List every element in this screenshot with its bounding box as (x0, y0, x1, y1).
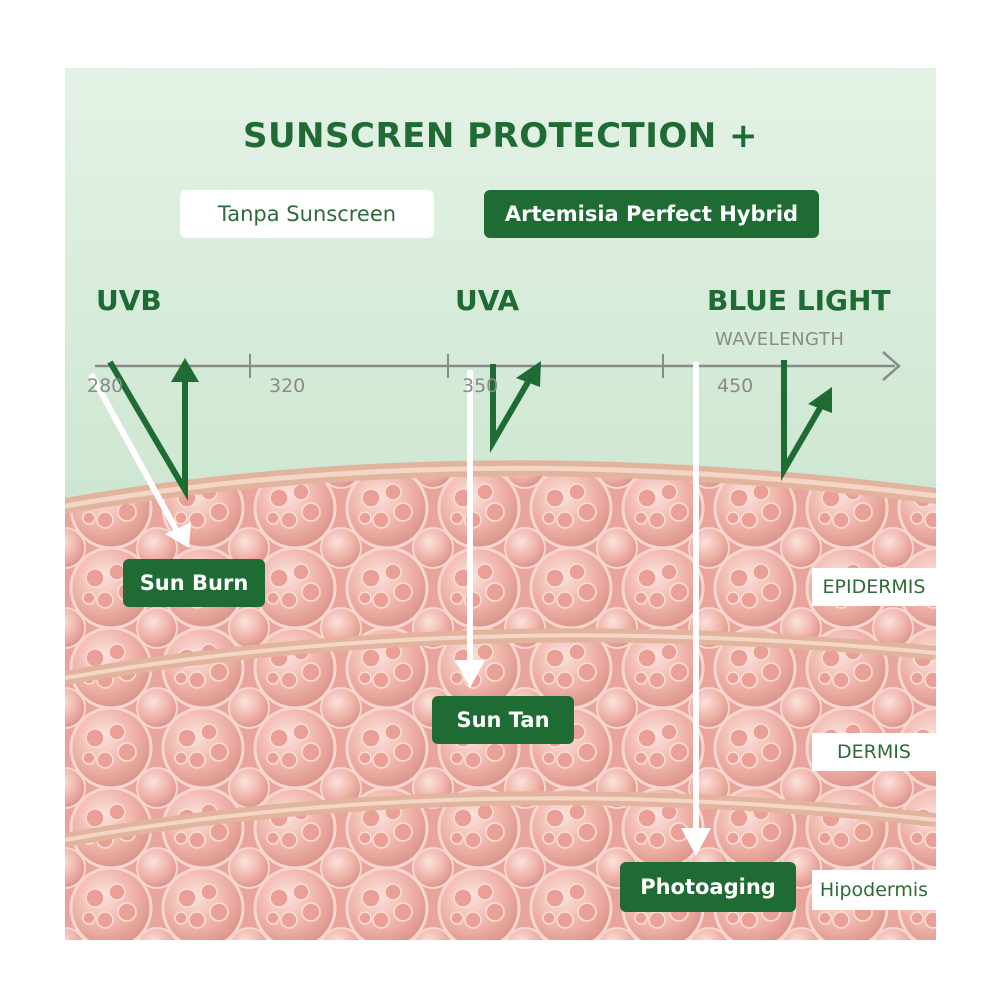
effect-label-sun-burn: Sun Burn (123, 559, 265, 607)
hipodermis-boundary-highlight (65, 796, 936, 842)
tick-label-320: 320 (269, 375, 306, 397)
dermis-boundary-highlight (65, 633, 936, 680)
effect-label-sun-tan: Sun Tan (432, 696, 574, 744)
effect-label-photoaging: Photoaging (620, 862, 796, 912)
uva-protected-ray (490, 361, 541, 454)
bluelight-unprotected-ray (681, 362, 711, 856)
band-label-uva: UVA (455, 284, 520, 317)
wavelength-axis-arrowhead (882, 351, 901, 381)
legend-with-product: Artemisia Perfect Hybrid (484, 190, 819, 238)
band-label-blue-light: BLUE LIGHT (707, 284, 891, 317)
uva-unprotected-ray (455, 370, 485, 688)
layer-label-epidermis: EPIDERMIS (812, 568, 936, 606)
layer-label-dermis: DERMIS (812, 733, 936, 771)
band-label-uvb: UVB (96, 284, 162, 317)
diagram-panel: SUNSCREN PROTECTION + Tanpa Sunscreen Ar… (65, 68, 936, 940)
tick-label-450: 450 (717, 375, 754, 397)
bluelight-protected-ray (781, 360, 832, 482)
page-title: SUNSCREN PROTECTION + (242, 116, 759, 156)
uvb-unprotected-ray (88, 372, 191, 548)
tick-label-280: 280 (87, 375, 124, 397)
tick-label-350: 350 (462, 375, 499, 397)
uvb-protected-ray (107, 358, 199, 502)
layer-label-hipodermis: Hipodermis (812, 870, 936, 910)
legend-without-sunscreen: Tanpa Sunscreen (180, 190, 434, 238)
axis-label-wavelength: WAVELENGTH (715, 329, 845, 350)
